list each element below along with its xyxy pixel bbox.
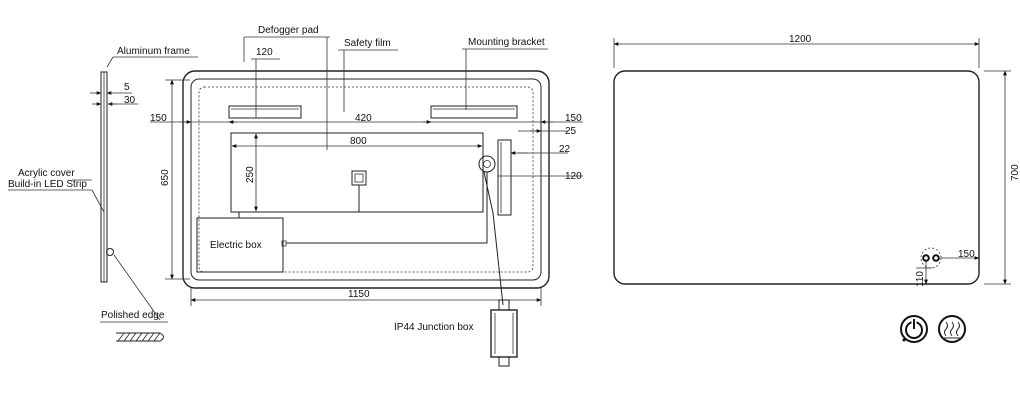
dim-25: 25 xyxy=(565,126,577,137)
dim-1150: 1150 xyxy=(348,289,370,300)
defogger-switch-square xyxy=(351,170,367,186)
front-dim-110: 110 xyxy=(915,271,926,287)
dim-22: 22 xyxy=(559,144,571,155)
side-view: 5 30 Aluminum frame Acrylic cover Build-… xyxy=(8,46,198,342)
power-touch-icon xyxy=(900,315,928,343)
label-defogger-pad: Defogger pad xyxy=(258,25,319,36)
polished-edge-hatch xyxy=(116,332,164,342)
label-polished-edge: Polished edge xyxy=(101,310,165,321)
sensor-port xyxy=(478,155,496,173)
front-view: 1200 700 150 110 xyxy=(613,34,1020,343)
dim-420: 420 xyxy=(355,113,372,124)
aluminum-frame-outer xyxy=(182,70,550,289)
defog-heat-icon xyxy=(938,315,966,343)
front-dim-150: 150 xyxy=(958,249,975,260)
mounting-bracket-right xyxy=(430,105,518,119)
label-safety-film: Safety film xyxy=(344,38,391,49)
back-view: 650 1150 Defogger pad 120 Safety film Mo… xyxy=(150,25,583,306)
dim-800: 800 xyxy=(350,136,367,147)
electric-box xyxy=(196,217,284,273)
dim-250: 250 xyxy=(245,166,256,183)
dim-150-right: 150 xyxy=(565,113,582,124)
label-led-strip: Build-in LED Strip xyxy=(8,179,87,190)
mirror-outline xyxy=(613,70,980,285)
label-electric-box: Electric box xyxy=(210,240,262,251)
label-mounting-bracket: Mounting bracket xyxy=(468,37,545,48)
side-dim-5: 5 xyxy=(124,82,130,93)
ip44-junction-box: IP44 Junction box xyxy=(394,299,518,367)
dim-120-top: 120 xyxy=(256,47,273,58)
mounting-bracket-vertical xyxy=(497,139,512,216)
dim-1200: 1200 xyxy=(789,34,812,45)
label-acrylic-cover: Acrylic cover xyxy=(18,168,75,179)
label-junction-box: IP44 Junction box xyxy=(394,322,474,333)
side-dim-30: 30 xyxy=(124,95,136,106)
dim-650: 650 xyxy=(160,169,171,186)
dim-700: 700 xyxy=(1010,164,1020,181)
mounting-bracket-left xyxy=(228,105,302,119)
aluminum-frame-inner xyxy=(190,78,542,281)
dim-150-left: 150 xyxy=(150,113,167,124)
led-strip-marker xyxy=(106,248,114,256)
label-aluminum-frame: Aluminum frame xyxy=(117,46,190,57)
dim-120-right: 120 xyxy=(565,171,582,182)
